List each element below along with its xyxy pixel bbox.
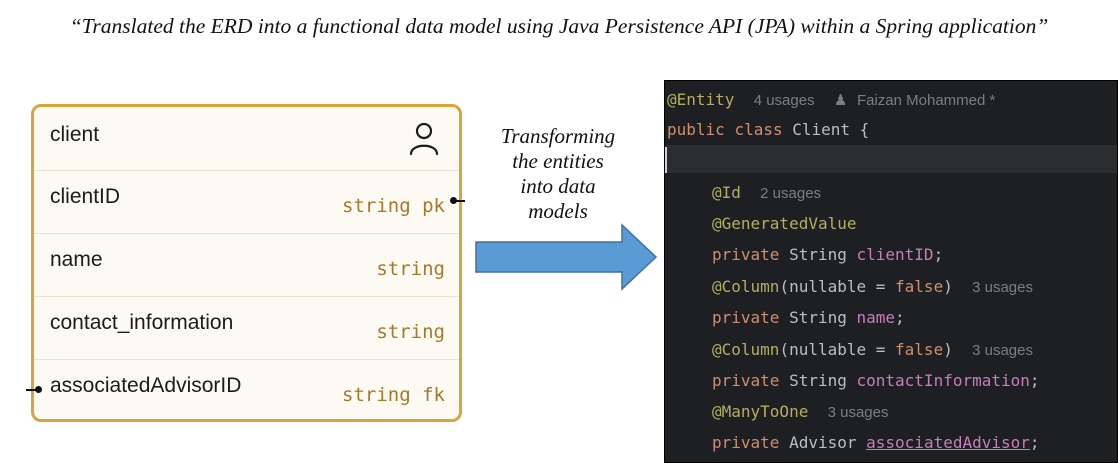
code-line: @Id 2 usages (712, 183, 822, 202)
code-line: @GeneratedValue (712, 214, 857, 233)
right-arrow-icon (475, 223, 658, 291)
code-line: @Entity 4 usages ♟ Faizan Mohammed * (667, 90, 996, 109)
pk-connector-dot (450, 197, 457, 204)
entity-title: client (50, 123, 100, 146)
figure-caption: “Translated the ERD into a functional da… (69, 14, 1049, 38)
code-line-current (665, 145, 1117, 173)
pk-connector-line (453, 200, 465, 202)
field-type: string fk (342, 384, 445, 406)
field-name: associatedAdvisorID (50, 374, 242, 397)
erd-entity-client: client clientID string pk name string co… (31, 104, 462, 422)
user-icon (409, 122, 439, 156)
entity-header: client (34, 107, 459, 170)
code-line: @Column(nullable = false) 3 usages (712, 277, 1033, 296)
transform-label: Transforming the entities into data mode… (500, 124, 616, 223)
fk-connector-dot (35, 386, 42, 393)
entity-field-row: contact_information string (34, 296, 459, 359)
field-type: string (376, 321, 445, 343)
code-line: @ManyToOne 3 usages (712, 402, 889, 421)
code-line: public class Client { (667, 120, 870, 139)
field-type: string (376, 258, 445, 280)
code-line: private String contactInformation; (712, 371, 1040, 390)
code-line: private Advisor associatedAdvisor; (712, 433, 1040, 452)
field-name: contact_information (50, 311, 234, 334)
entity-field-row: associatedAdvisorID string fk (34, 359, 459, 419)
author-icon: ♟ (833, 92, 848, 109)
code-line: private String clientID; (712, 245, 944, 264)
field-name: name (50, 248, 103, 271)
field-type: string pk (342, 195, 445, 217)
field-name: clientID (50, 185, 121, 208)
text-caret (665, 147, 667, 173)
entity-field-row: clientID string pk (34, 170, 459, 233)
fk-connector-line (26, 389, 40, 391)
code-line: @Column(nullable = false) 3 usages (712, 340, 1033, 359)
entity-field-row: name string (34, 233, 459, 296)
code-editor: @Entity 4 usages ♟ Faizan Mohammed * pub… (664, 80, 1118, 463)
code-line: private String name; (712, 308, 905, 327)
